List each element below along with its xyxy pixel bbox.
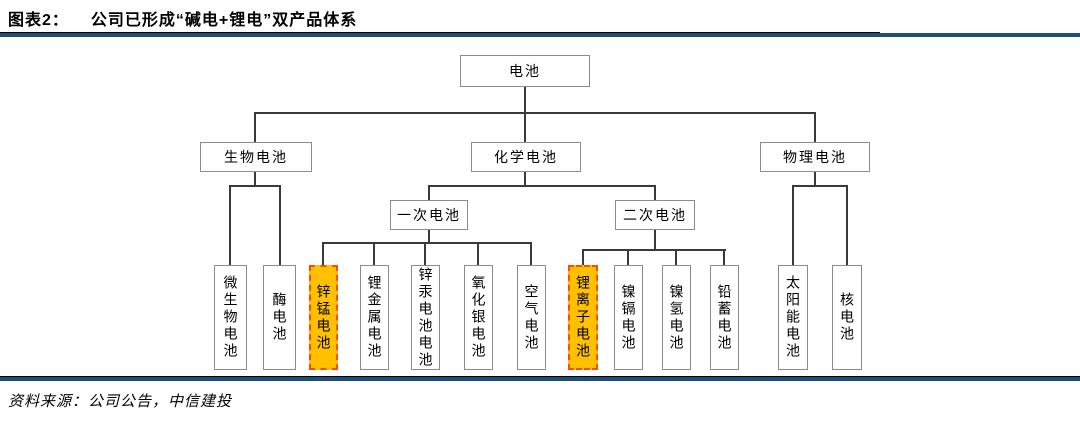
connector-bio-stub [254, 172, 256, 187]
footer-divider-navy [0, 377, 1080, 381]
connector-phys-stub [814, 172, 816, 187]
leaf-lead-acid-battery-label: 铅蓄电池 [716, 283, 733, 352]
connector-secondary-horizontal [582, 249, 726, 251]
connector-primary-horizontal [322, 242, 532, 244]
connector-drop-phys [814, 113, 816, 142]
leaf-silver-oxide-battery: 氧化银电池 [464, 265, 493, 370]
connector-primary-stub [428, 230, 430, 244]
connector-drop-bio [254, 113, 256, 142]
leaf-air-battery: 空气电池 [517, 265, 546, 370]
leaf-lithium-ion-battery: 锂离子电池 [568, 265, 598, 370]
leaf-silver-oxide-battery-label: 氧化银电池 [470, 275, 487, 360]
connector-primary-drop-1 [322, 243, 324, 265]
figure-title-text: 公司已形成“碱电+锂电”双产品体系 [90, 12, 358, 29]
connector-drop-primary [428, 186, 430, 200]
connector-secondary-drop-1 [582, 250, 584, 265]
connector-phys-drop-1 [792, 186, 794, 265]
leaf-air-battery-label: 空气电池 [523, 283, 540, 352]
connector-bio-drop-1 [229, 186, 231, 265]
connector-phys-horizontal [792, 185, 848, 187]
source-note: 资料来源：公司公告，中信建投 [8, 394, 233, 410]
leaf-nuclear-battery: 核电池 [832, 265, 862, 370]
node-biological-battery: 生物电池 [200, 142, 312, 172]
node-battery-root: 电池 [460, 55, 590, 87]
header-divider-navy [0, 33, 1080, 37]
connector-secondary-stub [654, 230, 656, 251]
figure-label: 图表2： [8, 12, 69, 29]
leaf-nickel-hydride-battery-label: 镍氢电池 [668, 283, 685, 352]
node-primary-battery-label: 一次电池 [397, 207, 461, 223]
connector-bio-drop-2 [279, 186, 281, 265]
node-chemical-battery: 化学电池 [471, 142, 581, 172]
node-secondary-battery: 二次电池 [615, 200, 695, 230]
node-secondary-battery-label: 二次电池 [623, 207, 687, 223]
node-biological-battery-label: 生物电池 [224, 149, 288, 165]
leaf-nuclear-battery-label: 核电池 [839, 292, 855, 343]
node-physical-battery-label: 物理电池 [783, 149, 847, 165]
leaf-zinc-manganese-battery: 锌锰电池 [309, 265, 338, 370]
leaf-lead-acid-battery: 铅蓄电池 [710, 265, 739, 370]
connector-primary-drop-5 [530, 243, 532, 265]
connector-level1-horizontal [254, 112, 816, 114]
connector-primary-drop-2 [373, 243, 375, 265]
connector-secondary-drop-3 [675, 250, 677, 265]
node-physical-battery: 物理电池 [760, 142, 870, 172]
leaf-zinc-mercury-battery: 锌汞电池电池 [411, 265, 440, 370]
leaf-microbial-battery-label: 微生物电池 [222, 275, 239, 360]
leaf-enzyme-battery-label: 酶电池 [271, 292, 288, 343]
connector-primary-drop-4 [477, 243, 479, 265]
leaf-zinc-manganese-battery-label: 锌锰电池 [315, 283, 332, 352]
leaf-nickel-cadmium-battery: 镍镉电池 [614, 265, 643, 370]
leaf-zinc-mercury-battery-label: 锌汞电池电池 [417, 266, 434, 369]
node-primary-battery: 一次电池 [390, 200, 468, 230]
leaf-solar-battery-label: 太阳能电池 [785, 275, 801, 360]
leaf-lithium-metal-battery: 锂金属电池 [360, 265, 389, 370]
leaf-lithium-ion-battery-label: 锂离子电池 [575, 275, 591, 360]
connector-phys-drop-2 [846, 186, 848, 265]
leaf-nickel-hydride-battery: 镍氢电池 [662, 265, 691, 370]
connector-bio-horizontal [229, 185, 281, 187]
connector-chem-stub [524, 172, 526, 187]
leaf-solar-battery: 太阳能电池 [778, 265, 808, 370]
connector-drop-chem [524, 113, 526, 142]
connector-drop-secondary [654, 186, 656, 200]
footer-divider-black [0, 376, 1080, 377]
leaf-nickel-cadmium-battery-label: 镍镉电池 [620, 283, 637, 352]
connector-secondary-drop-2 [627, 250, 629, 265]
node-battery-root-label: 电池 [509, 63, 541, 79]
connector-primary-drop-3 [424, 243, 426, 265]
node-chemical-battery-label: 化学电池 [494, 149, 558, 165]
header-divider-black [0, 32, 880, 33]
leaf-enzyme-battery: 酶电池 [263, 265, 296, 370]
connector-root-stub [524, 87, 526, 113]
connector-secondary-drop-4 [723, 250, 725, 265]
leaf-microbial-battery: 微生物电池 [214, 265, 247, 370]
connector-chem-horizontal [428, 185, 656, 187]
leaf-lithium-metal-battery-label: 锂金属电池 [366, 275, 383, 360]
figure-title: 图表2： 公司已形成“碱电+锂电”双产品体系 [8, 6, 357, 30]
